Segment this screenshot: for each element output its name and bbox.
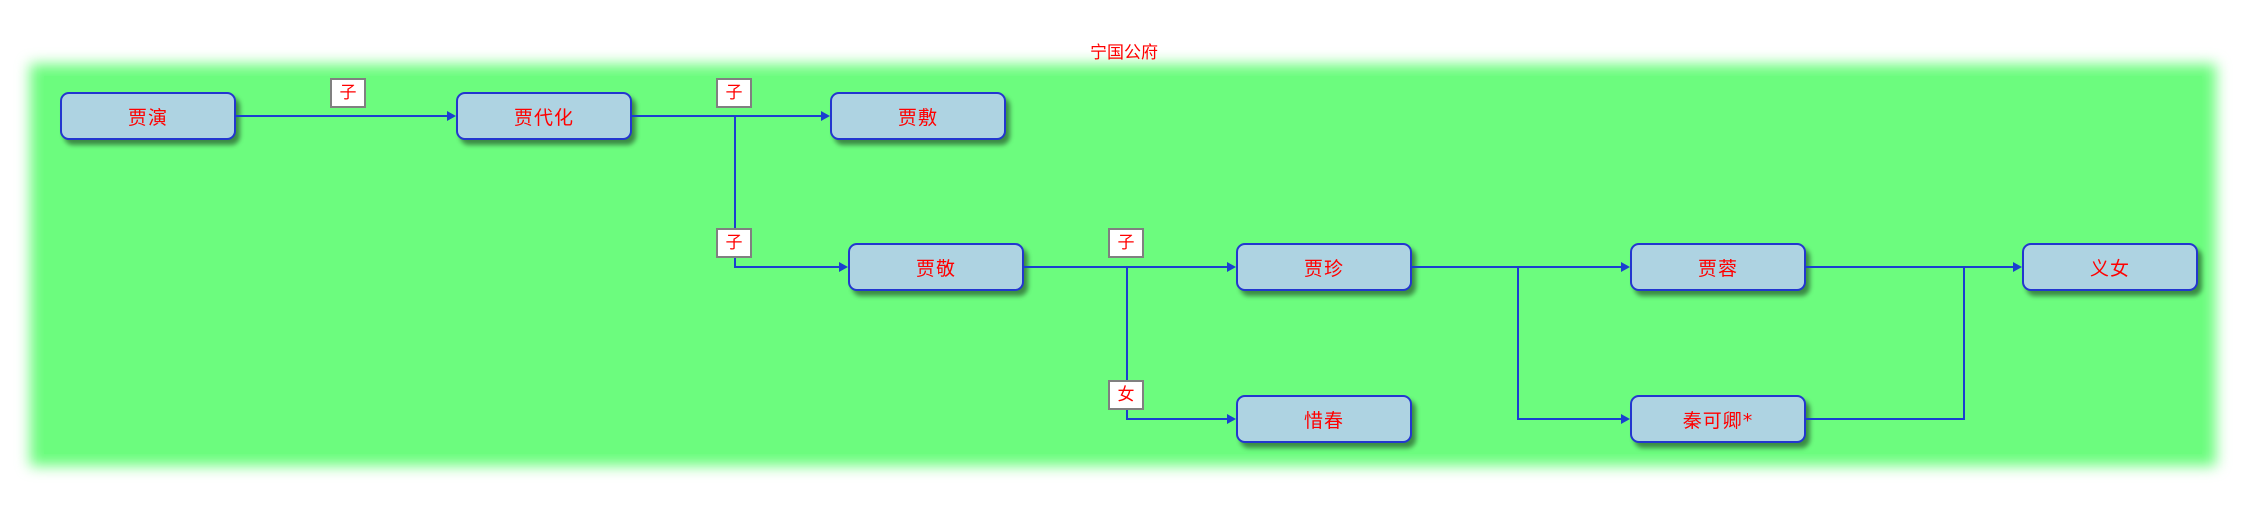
arrowhead-yinv (2013, 262, 2022, 272)
node-yinv[interactable]: 义女 (2022, 243, 2198, 291)
edge-riser-vertical-yinv (1963, 266, 1965, 418)
edge-label-zi-2: 子 (716, 78, 752, 108)
node-jiarong[interactable]: 贾蓉 (1630, 243, 1806, 291)
arrowhead-qinkeqing (1621, 414, 1630, 424)
edge-qinkeqing-to-riser (1806, 418, 1965, 420)
node-jiajing[interactable]: 贾敬 (848, 243, 1024, 291)
node-jiayan[interactable]: 贾演 (60, 92, 236, 140)
edge-jiadaihua-trunk (632, 115, 822, 117)
arrowhead-jiarong (1621, 262, 1630, 272)
edge-branch-vertical-jiazhen (1517, 266, 1519, 418)
edge-branch-vertical-jiadaihua (734, 115, 736, 266)
diagram-title: 宁国公府 (1090, 43, 1158, 63)
arrowhead-xichun (1227, 414, 1236, 424)
node-xichun[interactable]: 惜春 (1236, 395, 1412, 443)
node-jiazhen[interactable]: 贾珍 (1236, 243, 1412, 291)
edge-jiazhen-to-jiarong (1412, 266, 1621, 268)
node-jiadaihua[interactable]: 贾代化 (456, 92, 632, 140)
edge-branch-to-qinkeqing (1517, 418, 1621, 420)
arrowhead-jiafu (821, 111, 830, 121)
arrowhead-jiazhen (1227, 262, 1236, 272)
edge-jiarong-to-yinv (1806, 266, 2013, 268)
edge-label-nv-1: 女 (1108, 380, 1144, 410)
edge-label-zi-1: 子 (330, 78, 366, 108)
node-qinkeqing[interactable]: 秦可卿* (1630, 395, 1806, 443)
arrowhead-jiadaihua (447, 111, 456, 121)
edge-branch-to-xichun (1126, 418, 1227, 420)
arrowhead-jiajing (839, 262, 848, 272)
edge-branch-to-jiajing (734, 266, 840, 268)
edge-branch-vertical-jiajing (1126, 266, 1128, 418)
edge-jiajing-to-jiazhen (1024, 266, 1227, 268)
edge-label-zi-4: 子 (1108, 228, 1144, 258)
edge-jiayan-to-jiadaihua (236, 115, 447, 117)
edge-label-zi-3: 子 (716, 228, 752, 258)
node-jiafu[interactable]: 贾敷 (830, 92, 1006, 140)
